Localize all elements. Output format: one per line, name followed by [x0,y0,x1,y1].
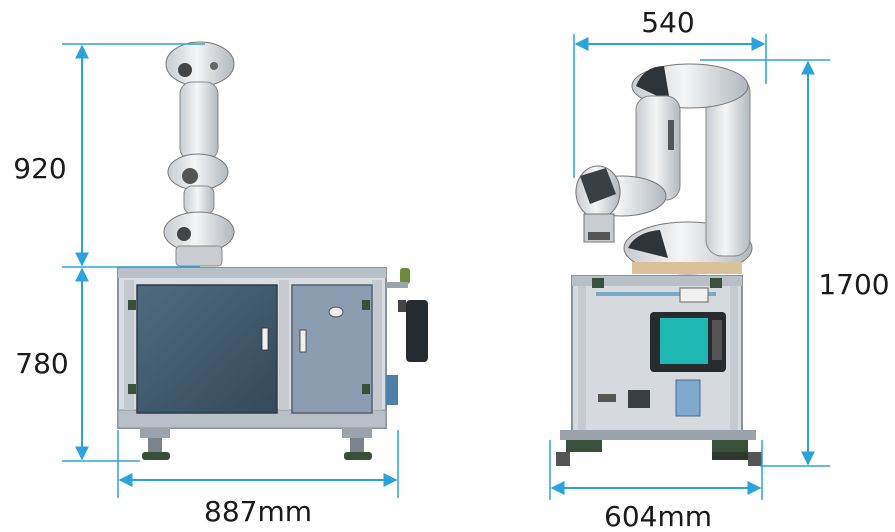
arm-height-label: 920 [13,152,66,185]
cabinet-width-label: 887mm [204,495,312,528]
front-cabinet [117,267,428,460]
front-dimension-lines [62,43,399,498]
front-view: 920 780 887mm [13,41,428,528]
side-dimension-lines [549,34,830,500]
front-robot-arm [163,41,235,267]
side-robot-arm [575,63,753,275]
total-height-label: 1700 [818,268,889,301]
side-view: 540 1700 604mm [549,6,890,532]
cabinet-height-label: 780 [15,347,68,380]
arm-reach-label: 540 [641,6,694,39]
depth-label: 604mm [604,500,712,532]
side-cabinet [556,275,762,466]
